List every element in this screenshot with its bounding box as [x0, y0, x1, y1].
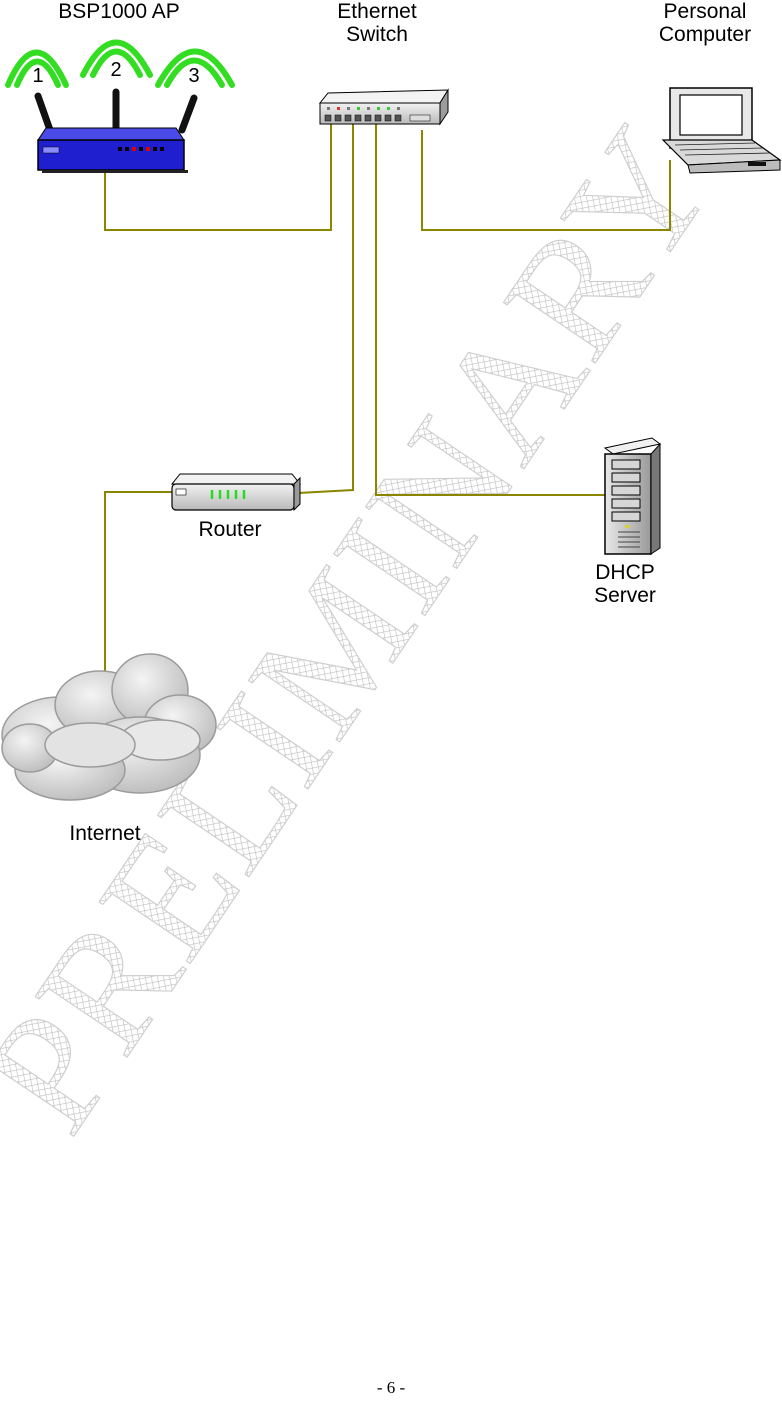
- keyboard-icon: [674, 142, 771, 156]
- dhcp-server-label-line2: Server: [594, 584, 656, 607]
- antenna-label-2: 2: [110, 59, 121, 81]
- access-point-icon: 1 2 3: [5, 39, 235, 173]
- personal-computer-label-line2: Computer: [658, 23, 752, 46]
- router-led-icons: [210, 490, 246, 499]
- ethernet-switch-label-line2: Switch: [346, 23, 408, 46]
- ap-badge: [42, 146, 60, 154]
- router-label: Router: [198, 518, 262, 541]
- server-tower-icon: [603, 437, 662, 555]
- wifi-wave-icons: [5, 39, 235, 88]
- antenna-icons: [34, 88, 198, 134]
- internet-label: Internet: [69, 822, 141, 845]
- cable-switch-to-dhcp: [375, 122, 605, 496]
- access-point-label: BSP1000 AP: [58, 0, 180, 23]
- cloud-icon: [1, 653, 217, 801]
- ap-led-icons: [118, 147, 164, 151]
- switch-port-icons: [324, 114, 431, 122]
- cables: [104, 122, 671, 700]
- dhcp-server-label-line1: DHCP: [595, 561, 655, 584]
- drive-bay-icons: [611, 459, 641, 522]
- cable-switch-to-router: [297, 122, 354, 494]
- ethernet-switch-label: Ethernet Switch: [300, 0, 454, 46]
- ap-side-shadow: [42, 170, 188, 173]
- ethernet-switch-icon: [318, 88, 449, 126]
- dhcp-server-label: DHCP Server: [565, 561, 685, 607]
- antenna-label-1: 1: [32, 65, 43, 87]
- antenna-label-3: 3: [188, 65, 199, 87]
- router-icon: [170, 473, 302, 512]
- laptop-icon: [661, 87, 782, 174]
- personal-computer-label: Personal Computer: [630, 0, 780, 46]
- ap-top-face: [37, 127, 185, 141]
- cable-router-to-internet: [104, 491, 172, 700]
- personal-computer-label-line1: Personal: [663, 0, 747, 23]
- switch-led-icons: [327, 107, 400, 110]
- page-number: - 6 -: [376, 1378, 406, 1397]
- ap-body: [37, 139, 185, 171]
- ethernet-switch-label-line1: Ethernet: [337, 0, 417, 23]
- cable-ap-to-switch: [104, 122, 332, 231]
- cable-switch-to-pc: [421, 130, 671, 231]
